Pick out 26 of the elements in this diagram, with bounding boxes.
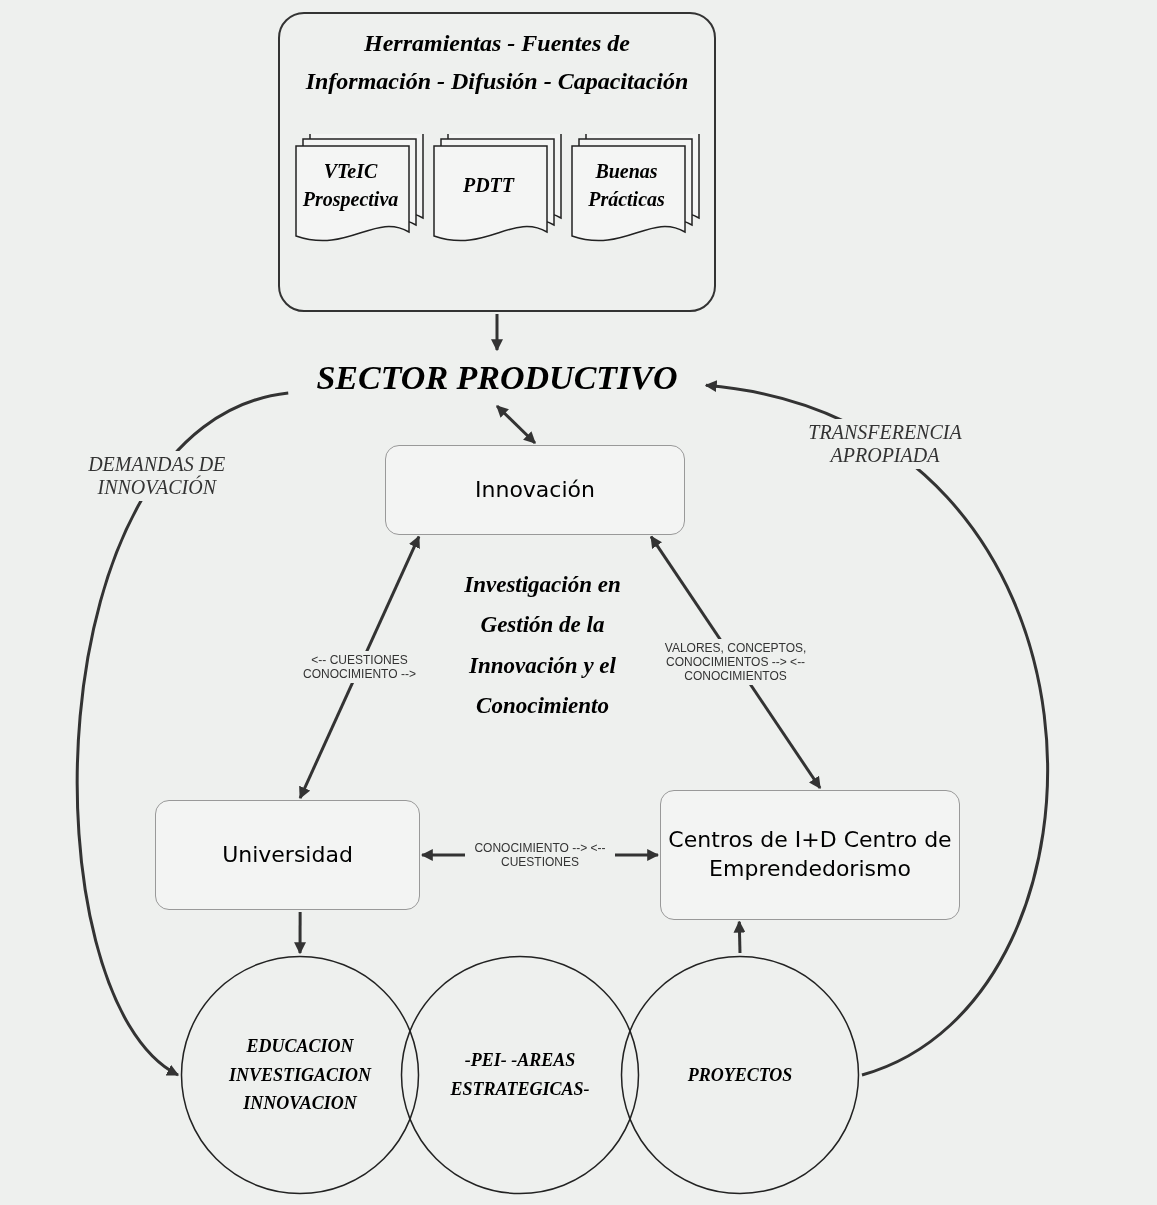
node-text: EDUCACION INVESTIGACION INNOVACION xyxy=(227,1034,373,1116)
arrow xyxy=(733,920,746,954)
node-text: Innovación xyxy=(475,475,595,504)
node-text: -PEI- -AREAS ESTRATEGICAS- xyxy=(449,1049,591,1101)
rounded-box xyxy=(660,790,960,920)
arrow xyxy=(491,314,503,352)
node-text: VTeIC Prospectiva xyxy=(301,159,400,213)
node-text: SECTOR PRODUCTIVO xyxy=(316,357,678,398)
node-text: PDTT xyxy=(462,173,515,198)
center-heading: Investigación en Gestión de la Innovación y el Conocimiento xyxy=(463,571,622,720)
node-text: Herramientas - Fuentes de Información - Difusión - Capacitación xyxy=(304,29,690,97)
node-text: Universidad xyxy=(222,840,353,869)
curved-arrow xyxy=(704,381,1049,1077)
arrow xyxy=(495,404,537,445)
node-text: PROYECTOS xyxy=(687,1063,793,1087)
rounded-box xyxy=(385,445,685,535)
circle-node xyxy=(400,955,640,1195)
node-text: Buenas Prácticas xyxy=(587,159,666,212)
circle-node xyxy=(180,955,420,1195)
node-text: Centros de I+D Centro de Emprendedorismo xyxy=(667,826,953,883)
rounded-box xyxy=(155,800,420,910)
curved-arrow xyxy=(75,391,289,1077)
arrow xyxy=(294,912,307,955)
circle-node xyxy=(620,955,860,1195)
arrow xyxy=(298,535,421,800)
tools-panel xyxy=(278,12,716,312)
